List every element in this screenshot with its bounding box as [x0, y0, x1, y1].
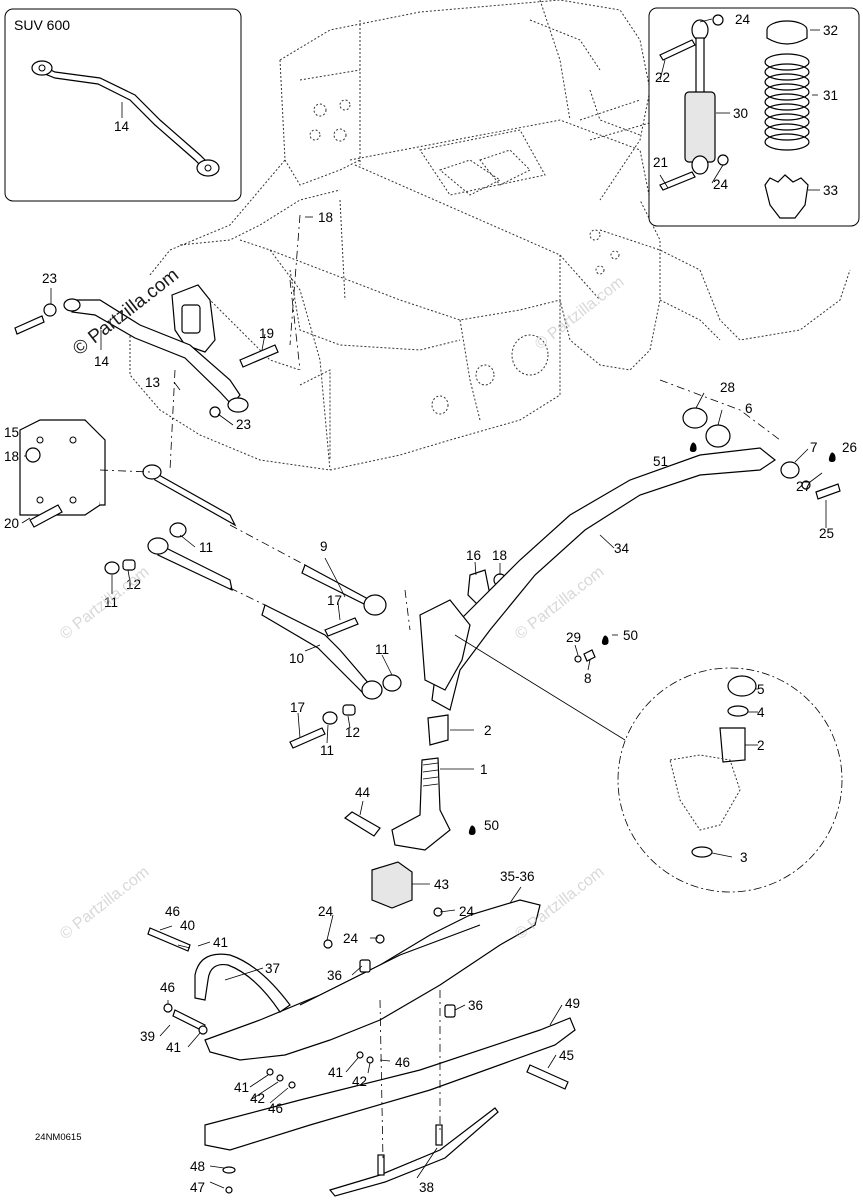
- callout-4: 4: [757, 705, 765, 720]
- callout-29: 29: [566, 630, 581, 645]
- callout-23-left: 23: [42, 271, 57, 286]
- callout-26: 26: [842, 440, 857, 455]
- callout-42-low: 42: [250, 1091, 265, 1106]
- callout-31: 31: [823, 88, 838, 103]
- spring: [764, 20, 810, 219]
- callout-35-36: 35-36: [500, 869, 535, 884]
- callout-24-ski-left: 24: [318, 904, 334, 919]
- callout-12-left: 12: [126, 577, 141, 592]
- callout-21: 21: [653, 155, 668, 170]
- callout-24-shock: 24: [713, 177, 729, 192]
- callout-9: 9: [320, 539, 328, 554]
- callout-47: 47: [190, 1180, 205, 1195]
- callout-18-plate: 18: [4, 449, 19, 464]
- callout-50-upper: 50: [623, 628, 638, 643]
- callout-45: 45: [559, 1048, 574, 1063]
- callout-46-mid: 46: [160, 980, 175, 995]
- callout-30: 30: [733, 106, 748, 121]
- tie-rod-part: [31, 60, 220, 177]
- callout-10: 10: [289, 651, 304, 666]
- callout-14-inset: 14: [114, 119, 130, 134]
- callout-43: 43: [434, 877, 449, 892]
- callout-51: 51: [653, 454, 668, 469]
- callout-27: 27: [796, 479, 811, 494]
- callout-50-lower: 50: [484, 818, 499, 833]
- callout-46-low: 46: [268, 1101, 283, 1116]
- centerlines: [99, 214, 781, 1161]
- callout-41-top: 41: [213, 935, 228, 950]
- watermarks: © Partzilla.com © Partzilla.com © Partzi…: [57, 265, 627, 944]
- callout-13: 13: [145, 375, 160, 390]
- callout-37: 37: [265, 961, 280, 976]
- spindle-detail-circle: [454, 634, 843, 893]
- callout-7: 7: [810, 440, 818, 455]
- leader-lines: [21, 18, 827, 1189]
- callout-12-lower: 12: [345, 725, 360, 740]
- callout-39: 39: [140, 1029, 155, 1044]
- callout-20: 20: [4, 516, 19, 531]
- watermark-left: © Partzilla.com: [57, 563, 152, 643]
- callout-8: 8: [584, 671, 592, 686]
- callout-24-ski-right: 24: [459, 904, 475, 919]
- callout-2-detail: 2: [757, 738, 765, 753]
- callout-41-mid: 41: [166, 1040, 181, 1055]
- callout-44: 44: [355, 785, 371, 800]
- watermark-upper: © Partzilla.com: [532, 273, 627, 353]
- callout-36-left: 36: [327, 968, 342, 983]
- callout-41-low: 41: [234, 1080, 249, 1095]
- callout-49: 49: [565, 996, 580, 1011]
- callout-17-lower: 17: [290, 700, 305, 715]
- callout-3: 3: [740, 850, 748, 865]
- callout-40: 40: [180, 918, 195, 933]
- callout-2: 2: [484, 723, 492, 738]
- callout-22: 22: [655, 70, 670, 85]
- callout-16: 16: [466, 548, 481, 563]
- callout-11-right: 11: [375, 642, 389, 657]
- inset-box: [4, 8, 242, 202]
- callout-32: 32: [823, 23, 838, 38]
- callout-23-right: 23: [236, 417, 251, 432]
- shock-absorber: [684, 14, 729, 175]
- callout-18-arm: 18: [492, 548, 507, 563]
- callout-25: 25: [819, 526, 834, 541]
- callout-5: 5: [757, 682, 765, 697]
- callout-1: 1: [480, 762, 488, 777]
- drawing-code: 24NM0615: [35, 1132, 81, 1143]
- callout-46-ski: 46: [395, 1055, 410, 1070]
- callout-17-upper: 17: [327, 593, 342, 608]
- callout-19: 19: [259, 326, 274, 341]
- callout-11-lower: 11: [320, 743, 334, 758]
- callout-11-upper: 11: [199, 540, 213, 555]
- callout-41-ski: 41: [328, 1065, 343, 1080]
- callout-28: 28: [720, 380, 735, 395]
- callout-labels: 14 24 32 22 31 30 21 24 33 18 23 19 14 1…: [4, 12, 857, 1195]
- suspension-parts: [14, 284, 841, 909]
- callout-6: 6: [745, 401, 753, 416]
- callout-33: 33: [823, 183, 838, 198]
- callout-18-top: 18: [318, 210, 333, 225]
- callout-42-ski: 42: [352, 1074, 367, 1089]
- callout-24-ski-mid: 24: [343, 931, 359, 946]
- callout-11-left: 11: [104, 595, 118, 610]
- callout-24-top: 24: [735, 12, 751, 27]
- inset-title: SUV 600: [14, 17, 70, 33]
- shock-inset: [648, 7, 860, 227]
- callout-14-frame: 14: [94, 354, 110, 369]
- callout-15: 15: [4, 425, 19, 440]
- callout-48: 48: [190, 1159, 205, 1174]
- callout-34: 34: [614, 541, 630, 556]
- watermark-lower-left: © Partzilla.com: [57, 863, 152, 943]
- callout-38: 38: [419, 1180, 434, 1195]
- suv-600-inset: SUV 600: [4, 8, 242, 202]
- shock-bolts: [659, 39, 696, 191]
- callout-46-top: 46: [165, 904, 180, 919]
- callout-36-right: 36: [468, 998, 483, 1013]
- chassis-frame: [129, 0, 851, 471]
